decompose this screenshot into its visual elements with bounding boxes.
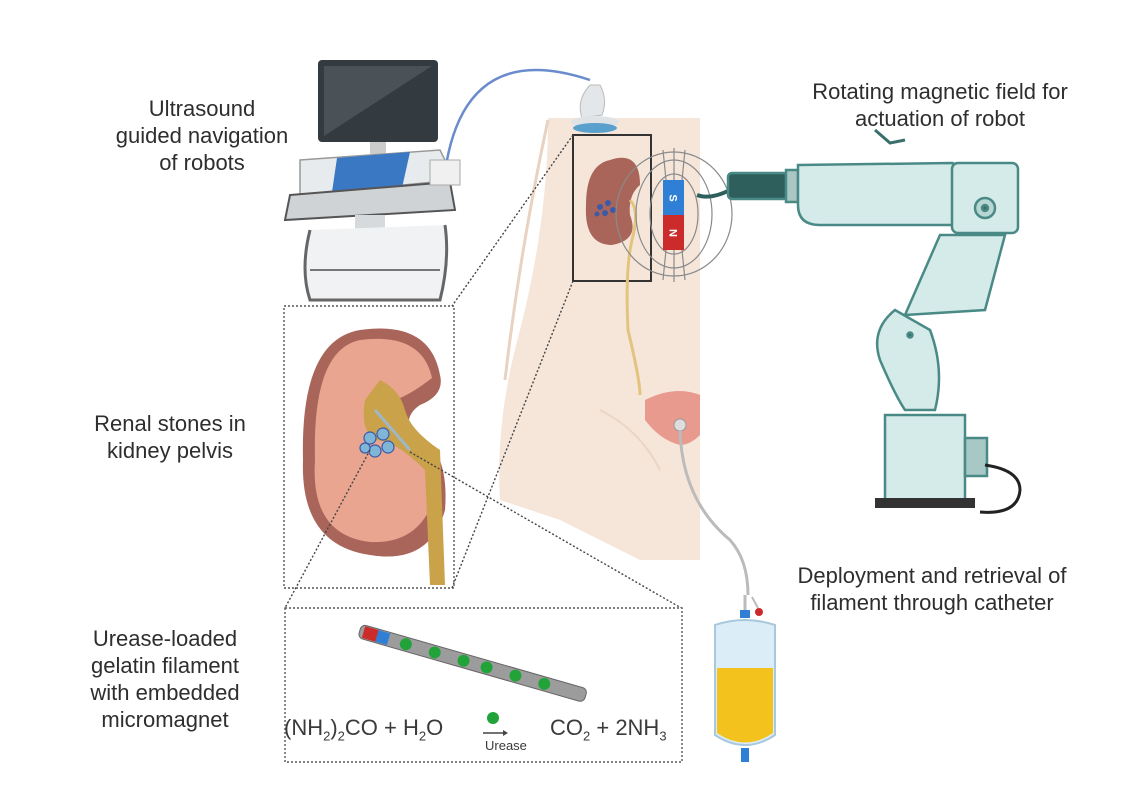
ultrasound-machine-icon bbox=[283, 60, 591, 302]
label-line: gelatin filament bbox=[91, 653, 239, 678]
filament-inset-box bbox=[284, 607, 683, 763]
product-co2-prefix: CO bbox=[550, 715, 583, 740]
urease-enzyme-icon bbox=[487, 712, 499, 724]
reactant-urea-suffix: CO bbox=[344, 715, 378, 740]
label-line: guided navigation bbox=[115, 123, 289, 148]
gelatin-filament-icon bbox=[358, 624, 587, 702]
subscript: 3 bbox=[659, 728, 667, 744]
bladder-icon bbox=[645, 391, 750, 596]
label-line: Rotating magnetic field for bbox=[812, 79, 1068, 104]
label-line: actuation of robot bbox=[854, 106, 1025, 131]
patient-body bbox=[499, 118, 700, 560]
label-line: of robots bbox=[159, 150, 245, 175]
renal-stones-label: Renal stones in kidney pelvis bbox=[55, 410, 285, 464]
micromagnet-north bbox=[361, 626, 379, 642]
magnetic-field-lines bbox=[615, 148, 733, 282]
plus-sign: + bbox=[590, 715, 616, 740]
plus-sign: + bbox=[377, 715, 403, 740]
ultrasound-navigation-label: Ultrasound guided navigation of robots bbox=[82, 95, 322, 176]
enzyme-label: Urease bbox=[485, 738, 527, 753]
magnet-north-label: N bbox=[667, 229, 679, 237]
magnet-south-label: S bbox=[667, 194, 679, 201]
label-line: Renal stones in bbox=[94, 411, 246, 436]
reactant-urea-mid: ) bbox=[330, 715, 338, 740]
subscript: 2 bbox=[337, 728, 345, 744]
rotating-field-label: Rotating magnetic field for actuation of… bbox=[745, 78, 1135, 132]
label-line: filament through catheter bbox=[810, 590, 1054, 615]
label-line: Urease-loaded bbox=[92, 626, 238, 651]
urease-filament-label: Urease-loaded gelatin filament with embe… bbox=[50, 625, 280, 733]
reaction-reactants: (NH2)2CO + H2O bbox=[284, 715, 443, 743]
urine-bag-icon bbox=[714, 595, 776, 762]
label-line: with embedded bbox=[90, 680, 240, 705]
reaction-products: CO2 + 2NH3 bbox=[550, 715, 667, 743]
subscript: 2 bbox=[583, 728, 591, 744]
deployment-label: Deployment and retrieval of filament thr… bbox=[752, 562, 1112, 616]
urease-enzymes bbox=[399, 638, 551, 690]
reactant-urea-prefix: (NH bbox=[284, 715, 324, 740]
kidney-cross-section-icon bbox=[302, 328, 446, 585]
ultrasound-probe-icon bbox=[571, 84, 619, 133]
product-ammonia-prefix: 2NH bbox=[615, 715, 660, 740]
enzyme-arrow bbox=[483, 712, 508, 736]
subscript: 2 bbox=[418, 728, 427, 744]
label-line: micromagnet bbox=[101, 707, 229, 732]
label-line: kidney pelvis bbox=[107, 438, 233, 463]
kidney-region-box bbox=[572, 134, 652, 282]
robot-arm-icon bbox=[696, 128, 1022, 514]
reactant-water-suffix: O bbox=[426, 715, 444, 740]
subscript: 2 bbox=[323, 728, 331, 744]
reactant-water-prefix: H bbox=[402, 715, 419, 740]
micromagnet-south bbox=[375, 630, 391, 645]
label-line: Ultrasound bbox=[148, 96, 256, 121]
zoom-projection-lines bbox=[284, 134, 684, 610]
magnet-icon: S N bbox=[663, 180, 684, 250]
label-line: Deployment and retrieval of bbox=[797, 563, 1067, 588]
